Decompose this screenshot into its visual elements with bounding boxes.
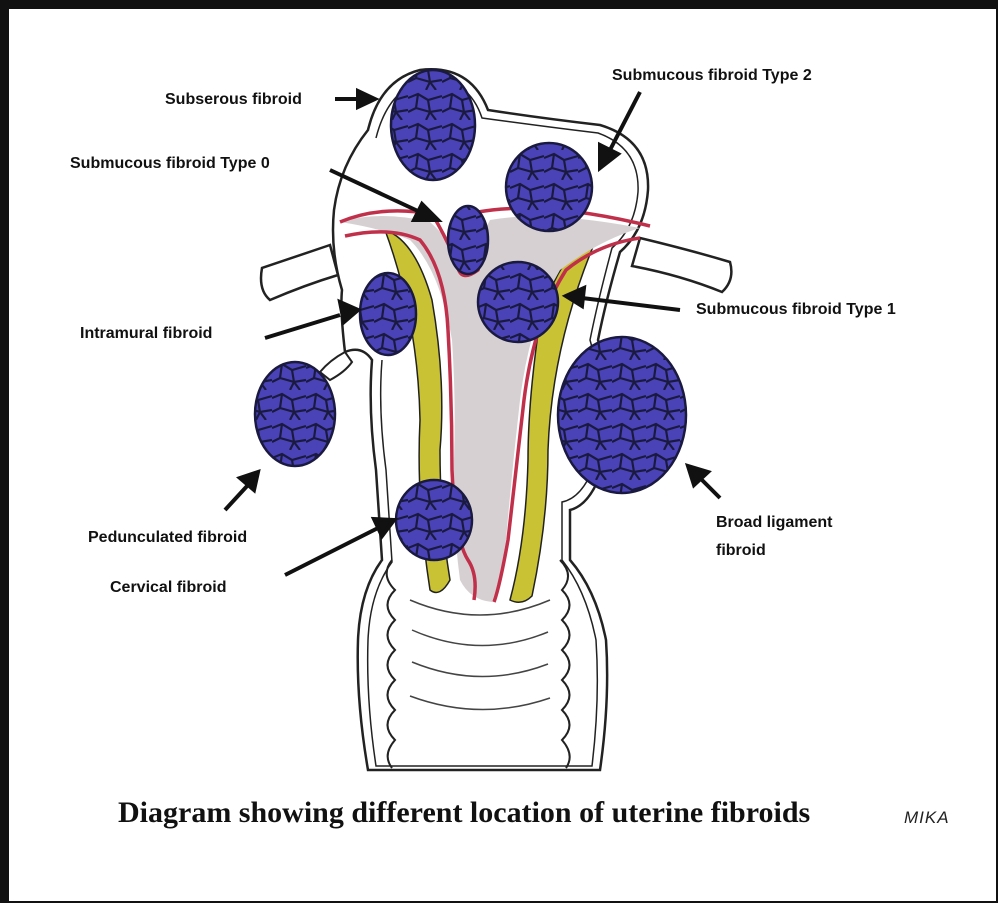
label-intramural-fibroid: Intramural fibroid — [80, 324, 212, 344]
subserous-fibroid-shape — [391, 70, 475, 180]
submucous-type1-fibroid-shape — [478, 262, 558, 342]
broad-ligament-fibroid-shape — [558, 337, 686, 493]
label-pedunculated-fibroid: Pedunculated fibroid — [88, 528, 247, 548]
pedunculated-stalk — [320, 352, 352, 380]
pedunculated-fibroid-shape — [255, 362, 335, 466]
label-cervical-fibroid: Cervical fibroid — [110, 578, 226, 598]
submucous-type2-fibroid-shape — [506, 143, 592, 231]
right-fallopian-tube — [632, 238, 731, 292]
label-submucous-type0: Submucous fibroid Type 0 — [70, 154, 270, 174]
cervical-fibroid-shape — [396, 480, 472, 560]
label-broad-ligament-fibroid: Broad ligament fibroid — [716, 509, 886, 565]
artist-signature: MIKA — [904, 808, 950, 828]
label-subserous-fibroid: Subserous fibroid — [165, 90, 302, 110]
label-submucous-type1: Submucous fibroid Type 1 — [696, 300, 896, 320]
diagram-caption: Diagram showing different location of ut… — [118, 796, 810, 830]
left-fallopian-tube — [261, 245, 338, 300]
label-submucous-type2: Submucous fibroid Type 2 — [612, 66, 812, 86]
intramural-fibroid-shape — [360, 273, 416, 355]
submucous-type0-fibroid-shape — [448, 206, 488, 274]
